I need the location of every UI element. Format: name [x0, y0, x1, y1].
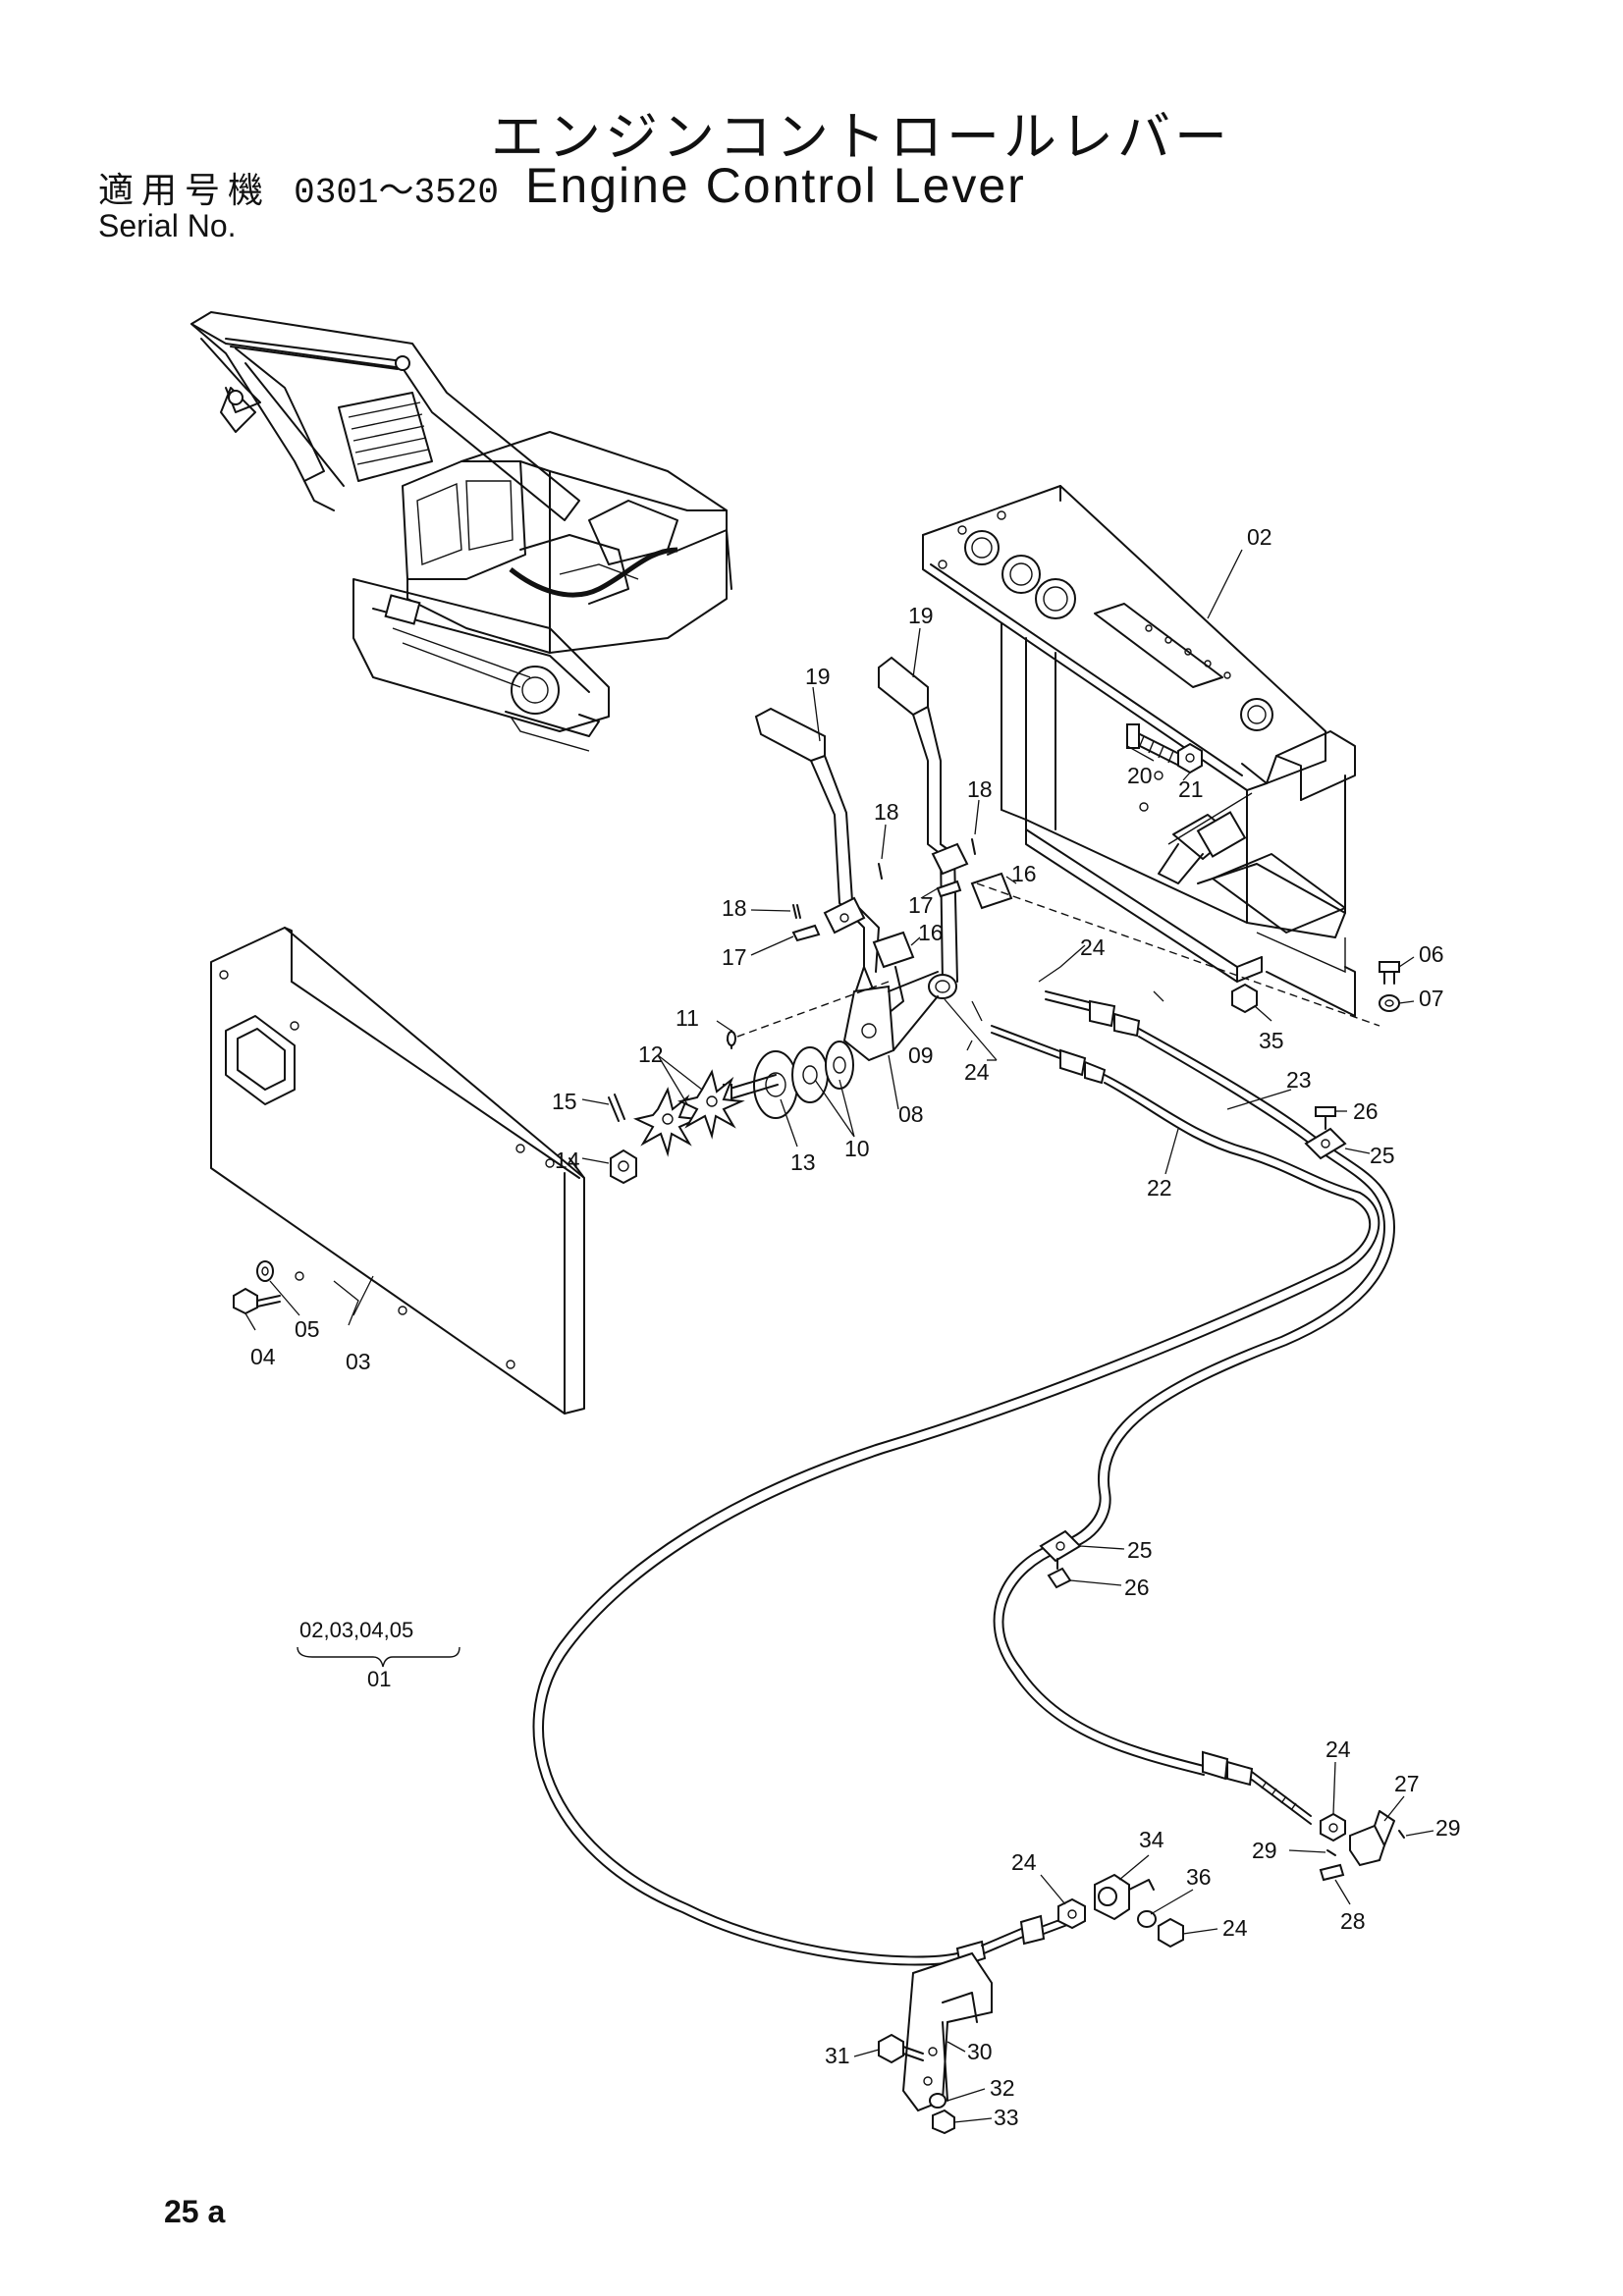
part-label-20: 20: [1127, 763, 1153, 788]
part-label-34: 34: [1139, 1827, 1164, 1852]
part-label-28: 28: [1340, 1908, 1366, 1934]
cable-clamps: [1039, 1106, 1347, 1589]
part-label-21: 21: [1178, 776, 1204, 802]
part-label-16-left: 16: [918, 920, 944, 945]
page-number: 25 a: [164, 2194, 226, 2229]
part-label-24-left: 24: [964, 1059, 990, 1085]
part-label-27: 27: [1394, 1771, 1420, 1796]
part-label-08: 08: [898, 1101, 924, 1127]
group-components: 02,03,04,05: [299, 1618, 413, 1642]
part-label-30: 30: [967, 2039, 993, 2064]
part-label-07: 07: [1419, 986, 1444, 1011]
instrument-panel-frame: [922, 485, 1356, 1017]
part-label-06: 06: [1419, 941, 1444, 967]
part-label-04: 04: [250, 1344, 276, 1369]
leader-lines: [244, 549, 1434, 2123]
excavator-illustration: [190, 311, 732, 752]
page-title-english: Engine Control Lever: [525, 158, 1026, 213]
part-label-23: 23: [1286, 1067, 1312, 1093]
part-label-17-left: 17: [722, 944, 747, 970]
part-label-22: 22: [1147, 1175, 1172, 1201]
part-label-13: 13: [790, 1149, 816, 1175]
part-label-12: 12: [638, 1041, 664, 1067]
part-label-29-left: 29: [1252, 1838, 1277, 1863]
part-label-26-top: 26: [1353, 1098, 1379, 1124]
lower-bracket-assembly: [878, 1873, 1184, 2135]
part-label-19-left: 19: [805, 664, 831, 689]
part-label-19-right: 19: [908, 603, 934, 628]
friction-assembly: [608, 1030, 854, 1185]
part-label-35: 35: [1259, 1028, 1284, 1053]
part-label-33: 33: [994, 2105, 1019, 2130]
part-label-26-bottom: 26: [1124, 1575, 1150, 1600]
part-label-32: 32: [990, 2075, 1015, 2101]
part-label-31: 31: [825, 2043, 850, 2068]
part-label-15: 15: [552, 1089, 577, 1114]
part-label-14: 14: [555, 1148, 580, 1173]
part-label-02: 02: [1247, 524, 1272, 550]
group-assembly: 01: [367, 1667, 391, 1691]
part-label-25-top: 25: [1370, 1143, 1395, 1168]
serial-no-label: Serial No.: [98, 208, 237, 243]
lower-right-fittings: [1319, 1810, 1405, 1882]
serial-range: 0301～3520: [294, 173, 499, 213]
title-row: 適用号機 0301～3520 Engine Control Lever: [98, 157, 1026, 214]
hardware-bolts: [1126, 723, 1400, 1014]
part-label-09: 09: [908, 1042, 934, 1068]
part-label-18-right: 18: [967, 776, 993, 802]
part-labels: 02 19 19 18 18 18 17 17 16 16 20 21 24 2…: [250, 524, 1461, 2130]
part-label-11: 11: [676, 1005, 699, 1031]
part-label-36: 36: [1186, 1864, 1212, 1890]
assembly-group-note: 02,03,04,05 01: [297, 1618, 460, 1691]
part-label-05: 05: [295, 1316, 320, 1342]
part-label-18-left: 18: [722, 895, 747, 921]
part-label-24-lower: 24: [1222, 1915, 1248, 1941]
part-label-16-right: 16: [1011, 861, 1037, 886]
part-label-18-top: 18: [874, 799, 899, 825]
part-label-24-right: 24: [1325, 1736, 1351, 1762]
cover-plate: [210, 927, 585, 1415]
page-title-japanese: エンジンコントロールレバー: [491, 106, 1231, 168]
part-label-24-middle: 24: [1011, 1849, 1037, 1875]
part-label-24-top: 24: [1080, 934, 1106, 960]
control-levers: [726, 656, 1380, 1062]
applicable-serial-label: 適用号機: [98, 171, 272, 211]
part-label-29-right: 29: [1435, 1815, 1461, 1841]
part-label-03: 03: [346, 1349, 371, 1374]
part-label-10: 10: [844, 1136, 870, 1161]
part-label-25-bottom: 25: [1127, 1537, 1153, 1563]
part-label-17-right: 17: [908, 892, 934, 918]
